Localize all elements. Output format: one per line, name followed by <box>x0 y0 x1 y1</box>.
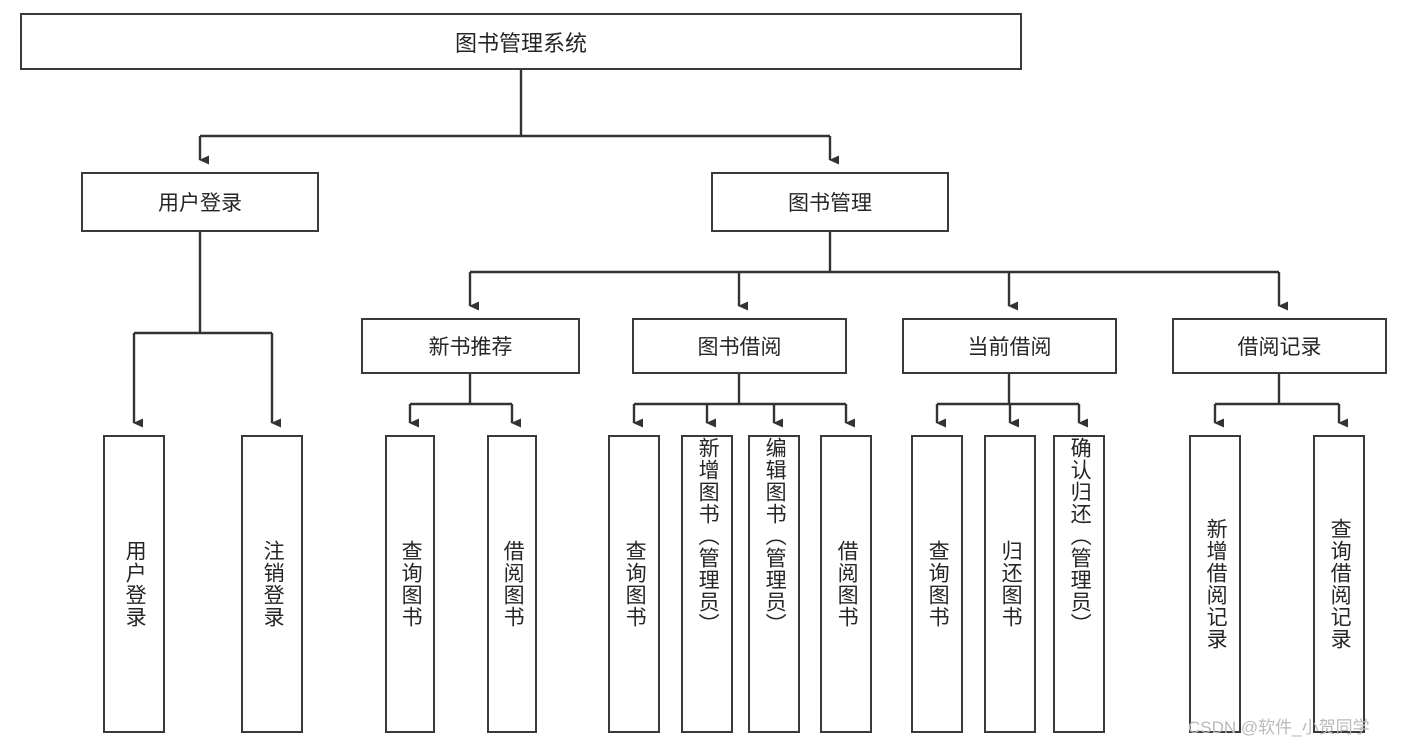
leaf-confirm-return-admin[interactable]: 确认归还（管理员） <box>1053 435 1105 733</box>
node-current-borrow-label: 当前借阅 <box>967 336 1052 359</box>
node-borrow-record[interactable]: 借阅记录 <box>1172 318 1387 374</box>
node-current-borrow[interactable]: 当前借阅 <box>902 318 1117 374</box>
leaf-add-book-admin[interactable]: 新增图书（管理员） <box>681 435 733 733</box>
leaf-query-book-current-label: 查询图书 <box>926 540 950 628</box>
leaf-query-borrow-record[interactable]: 查询借阅记录 <box>1313 435 1365 733</box>
node-user-login-label: 用户登录 <box>158 192 242 215</box>
watermark: CSDN @软件_小贺同学 <box>1188 718 1370 737</box>
leaf-logout[interactable]: 注销登录 <box>241 435 303 733</box>
leaf-query-book-recommend-label: 查询图书 <box>399 540 423 628</box>
node-new-book-recommend-label: 新书推荐 <box>428 336 513 359</box>
leaf-query-book-borrow[interactable]: 查询图书 <box>608 435 660 733</box>
leaf-return-book[interactable]: 归还图书 <box>984 435 1036 733</box>
leaf-edit-book-admin-label: 编辑图书（管理员） <box>763 437 787 635</box>
node-book-management[interactable]: 图书管理 <box>711 172 949 232</box>
node-root[interactable]: 图书管理系统 <box>20 13 1022 70</box>
leaf-edit-book-admin[interactable]: 编辑图书（管理员） <box>748 435 800 733</box>
node-borrow-record-label: 借阅记录 <box>1237 336 1322 359</box>
leaf-user-login-label: 用户登录 <box>123 540 147 628</box>
leaf-query-book-recommend[interactable]: 查询图书 <box>385 435 435 733</box>
leaf-borrow-book[interactable]: 借阅图书 <box>820 435 872 733</box>
leaf-add-borrow-record[interactable]: 新增借阅记录 <box>1189 435 1241 733</box>
leaf-borrow-book-recommend[interactable]: 借阅图书 <box>487 435 537 733</box>
node-book-borrow[interactable]: 图书借阅 <box>632 318 847 374</box>
node-book-management-label: 图书管理 <box>788 192 872 215</box>
leaf-query-book-current[interactable]: 查询图书 <box>911 435 963 733</box>
leaf-add-book-admin-label: 新增图书（管理员） <box>696 437 720 635</box>
leaf-logout-label: 注销登录 <box>261 540 285 628</box>
leaf-borrow-book-label: 借阅图书 <box>835 540 859 628</box>
leaf-confirm-return-admin-label: 确认归还（管理员） <box>1068 437 1092 635</box>
leaf-query-book-borrow-label: 查询图书 <box>623 540 647 628</box>
node-book-borrow-label: 图书借阅 <box>697 336 782 359</box>
leaf-borrow-book-recommend-label: 借阅图书 <box>501 540 525 628</box>
node-user-login[interactable]: 用户登录 <box>81 172 319 232</box>
leaf-query-borrow-record-label: 查询借阅记录 <box>1328 518 1352 650</box>
leaf-user-login[interactable]: 用户登录 <box>103 435 165 733</box>
node-root-label: 图书管理系统 <box>454 30 587 56</box>
leaf-return-book-label: 归还图书 <box>999 540 1023 628</box>
leaf-add-borrow-record-label: 新增借阅记录 <box>1204 518 1228 650</box>
node-new-book-recommend[interactable]: 新书推荐 <box>361 318 580 374</box>
